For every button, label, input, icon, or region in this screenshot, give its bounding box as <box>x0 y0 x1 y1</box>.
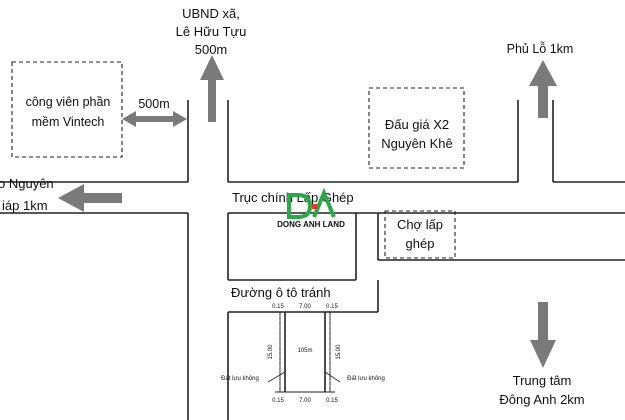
arrow-down-icon <box>530 302 556 368</box>
leader-right <box>324 371 341 383</box>
dim-side-right: 15.00 <box>336 344 342 360</box>
dim-top-middle: 7.00 <box>299 304 311 310</box>
ubnd-line2: Lê Hữu Tựu <box>176 24 247 39</box>
dim-top-right: 0.15 <box>326 304 338 310</box>
market-label: Chợ lấp ghép <box>397 217 443 251</box>
west-line1: o Nguyên <box>0 176 54 191</box>
phulo-label: Phủ Lỗ 1km <box>507 41 574 56</box>
auction-label: Đấu giá X2 Nguyên Khê <box>381 117 453 151</box>
ubnd-label: UBND xã, Lê Hữu Tựu 500m <box>176 6 247 57</box>
dim-bottom-right: 0.15 <box>326 398 338 404</box>
ubnd-line1: UBND xã, <box>182 6 240 21</box>
arrow-up-icon <box>529 60 557 118</box>
center-line1: Trung tâm <box>513 373 572 388</box>
logo-text: DONG ANH LAND <box>277 220 345 229</box>
dim-bottom-left: 0.15 <box>272 398 284 404</box>
market-area <box>384 210 456 259</box>
dong-anh-land-logo: DONG ANH LAND <box>277 187 345 229</box>
road-network <box>0 100 625 420</box>
ubnd-distance: 500m <box>195 42 228 57</box>
dim-bottom-middle: 7.00 <box>299 398 311 404</box>
auction-line1: Đấu giá X2 <box>385 117 449 132</box>
dim-side-left: 15.00 <box>268 344 274 360</box>
arrow-up-icon <box>200 55 224 122</box>
setback-label-right: Đất lưu không <box>347 376 385 382</box>
double-arrow-icon <box>122 111 187 127</box>
west-line2: iáp 1km <box>2 198 48 213</box>
passing-road-label: Đường ô tô tránh <box>231 285 331 300</box>
park-area <box>11 61 123 158</box>
center-label: Trung tâm Đông Anh 2km <box>499 373 584 407</box>
west-label: o Nguyên iáp 1km <box>0 176 54 213</box>
arrow-left-icon <box>58 184 122 212</box>
plot-area: 105m <box>297 348 312 354</box>
market-line2: ghép <box>406 236 435 251</box>
park-line1: công viên phần <box>26 95 111 109</box>
main-axis-label: Trục chính Lấp Ghép <box>232 190 354 205</box>
logo-d-shape <box>287 193 313 219</box>
plot-diagram: 0.15 7.00 0.15 0.15 7.00 0.15 15.00 15.0… <box>221 304 385 404</box>
park-distance: 500m <box>138 97 169 111</box>
auction-area <box>368 87 465 169</box>
leader-left <box>267 371 286 383</box>
park-line2: mềm Vintech <box>32 115 105 129</box>
market-line1: Chợ lấp <box>397 217 443 232</box>
dim-top-left: 0.15 <box>272 304 284 310</box>
auction-line2: Nguyên Khê <box>381 136 453 151</box>
setback-label-left: Đất lưu không <box>221 376 259 382</box>
logo-a-shape <box>312 187 336 218</box>
center-line2: Đông Anh 2km <box>499 392 584 407</box>
park-label: công viên phần mềm Vintech <box>26 95 111 129</box>
logo-red-square <box>312 204 317 209</box>
